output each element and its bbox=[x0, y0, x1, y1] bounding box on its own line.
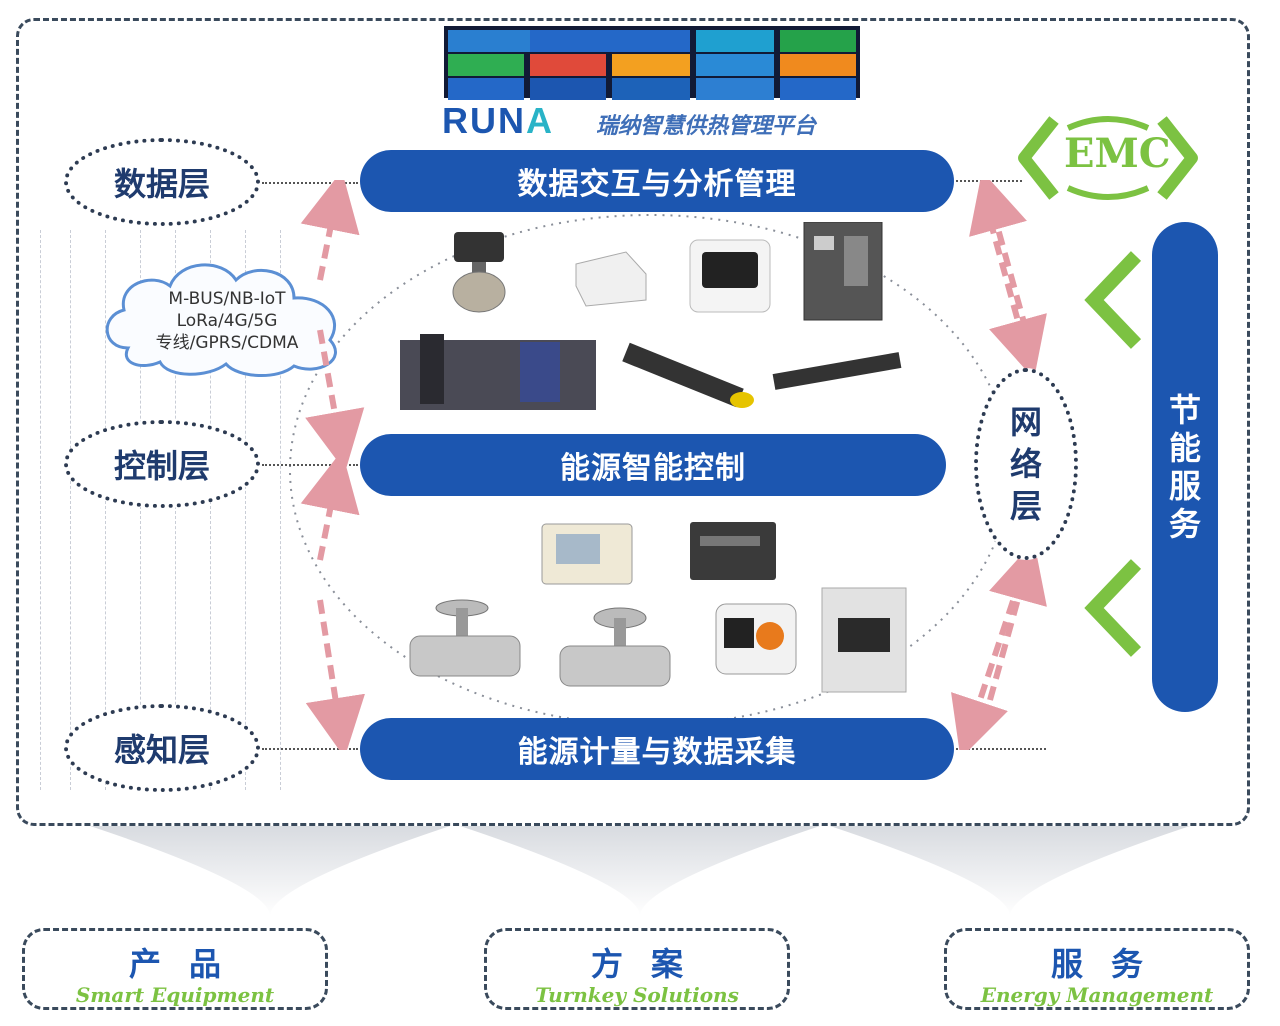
chevron-left-icon bbox=[1084, 251, 1142, 349]
layer-data: 数据层 bbox=[64, 138, 260, 226]
dashboard-tile bbox=[448, 78, 524, 100]
guide-line bbox=[175, 230, 176, 790]
emc-badge-icon bbox=[1018, 116, 1198, 200]
service-char: 能 bbox=[1168, 429, 1201, 467]
dashboard-tile bbox=[448, 30, 548, 52]
platform-name: 瑞纳智慧供热管理平台 bbox=[596, 114, 817, 139]
flow-meter-icon bbox=[409, 599, 521, 677]
layer-sensing: 感知层 bbox=[64, 704, 260, 792]
layer-control: 控制层 bbox=[64, 420, 260, 508]
bottom-subtitle: Turnkey Solutions bbox=[535, 983, 739, 1007]
protocol-text-1: M-BUS/NB-IoT bbox=[168, 289, 286, 309]
right-arrows bbox=[951, 180, 1047, 750]
control-equipment-images bbox=[400, 222, 902, 410]
guide-line bbox=[70, 230, 71, 790]
dashboard-tile bbox=[780, 78, 856, 100]
thermostat-icon bbox=[689, 239, 771, 313]
flow-meter-icon bbox=[559, 607, 671, 687]
dashboard-tile bbox=[612, 54, 690, 76]
dashboard-tile bbox=[780, 30, 856, 52]
protocol-text-2: LoRa/4G/5G bbox=[176, 311, 278, 331]
bar-energy-control: 能源智能控制 bbox=[360, 434, 946, 496]
bottom-subtitle: Energy Management bbox=[980, 983, 1214, 1007]
left-arrows bbox=[300, 180, 366, 750]
heat-meter-icon bbox=[715, 603, 797, 675]
platform-dashboard-image bbox=[444, 26, 860, 100]
bottom-title: 服务 bbox=[1050, 945, 1171, 983]
energy-service-pill: 节 能 服 务 bbox=[1152, 222, 1218, 712]
service-char: 节 bbox=[1168, 391, 1201, 429]
heat-exchange-unit-icon bbox=[400, 334, 596, 410]
wireless-controller-icon bbox=[575, 251, 647, 307]
bottom-title: 产品 bbox=[128, 945, 249, 983]
guide-line bbox=[245, 230, 246, 790]
dashboard-tile bbox=[780, 54, 856, 76]
dashboard-tile bbox=[530, 30, 690, 52]
network-char: 络 bbox=[1009, 445, 1042, 483]
metering-equipment-images bbox=[409, 522, 907, 693]
protocol-cloud-icon bbox=[105, 263, 337, 378]
dashboard-tile bbox=[612, 78, 690, 100]
guide-line bbox=[280, 230, 281, 790]
protocol-text-3: 专线/GPRS/CDMA bbox=[155, 333, 299, 353]
downward-arrows bbox=[90, 826, 1190, 916]
bar-data-interaction: 数据交互与分析管理 bbox=[360, 150, 954, 212]
control-box-icon bbox=[690, 522, 776, 580]
service-char: 服 bbox=[1168, 467, 1201, 505]
valve-actuator-icon bbox=[452, 232, 506, 313]
panel-enclosure-icon bbox=[821, 587, 907, 693]
guide-line bbox=[105, 230, 106, 790]
brand-logo: RUNA bbox=[442, 100, 554, 141]
dashboard-tile bbox=[696, 78, 774, 100]
control-cabinet-icon bbox=[803, 222, 883, 321]
chevron-left-icon bbox=[1084, 559, 1142, 657]
bottom-box-product: 产品 Smart Equipment bbox=[22, 928, 328, 1010]
pipe-valve-icon bbox=[772, 352, 902, 390]
bottom-title: 方案 bbox=[590, 945, 711, 983]
bottom-subtitle: Smart Equipment bbox=[75, 983, 275, 1007]
guide-line bbox=[140, 230, 141, 790]
layer-network: 网 络 层 bbox=[974, 368, 1078, 560]
bar-energy-metering: 能源计量与数据采集 bbox=[360, 718, 954, 780]
guide-line bbox=[210, 230, 211, 790]
network-char: 层 bbox=[1009, 487, 1042, 525]
dashboard-tile bbox=[448, 54, 524, 76]
service-char: 务 bbox=[1168, 505, 1201, 543]
guide-line bbox=[40, 230, 41, 790]
bottom-box-service: 服务 Energy Management bbox=[944, 928, 1250, 1010]
dashboard-tile bbox=[530, 54, 606, 76]
emc-label: EMC bbox=[1064, 130, 1171, 177]
dashboard-tile bbox=[696, 54, 774, 76]
data-logger-icon bbox=[541, 523, 633, 585]
dashboard-tile bbox=[696, 30, 774, 52]
bottom-box-solution: 方案 Turnkey Solutions bbox=[484, 928, 790, 1010]
outer-frame bbox=[16, 18, 1250, 826]
pipe-valve-icon bbox=[622, 342, 754, 408]
dashboard-tile bbox=[530, 78, 606, 100]
network-char: 网 bbox=[1009, 403, 1042, 441]
